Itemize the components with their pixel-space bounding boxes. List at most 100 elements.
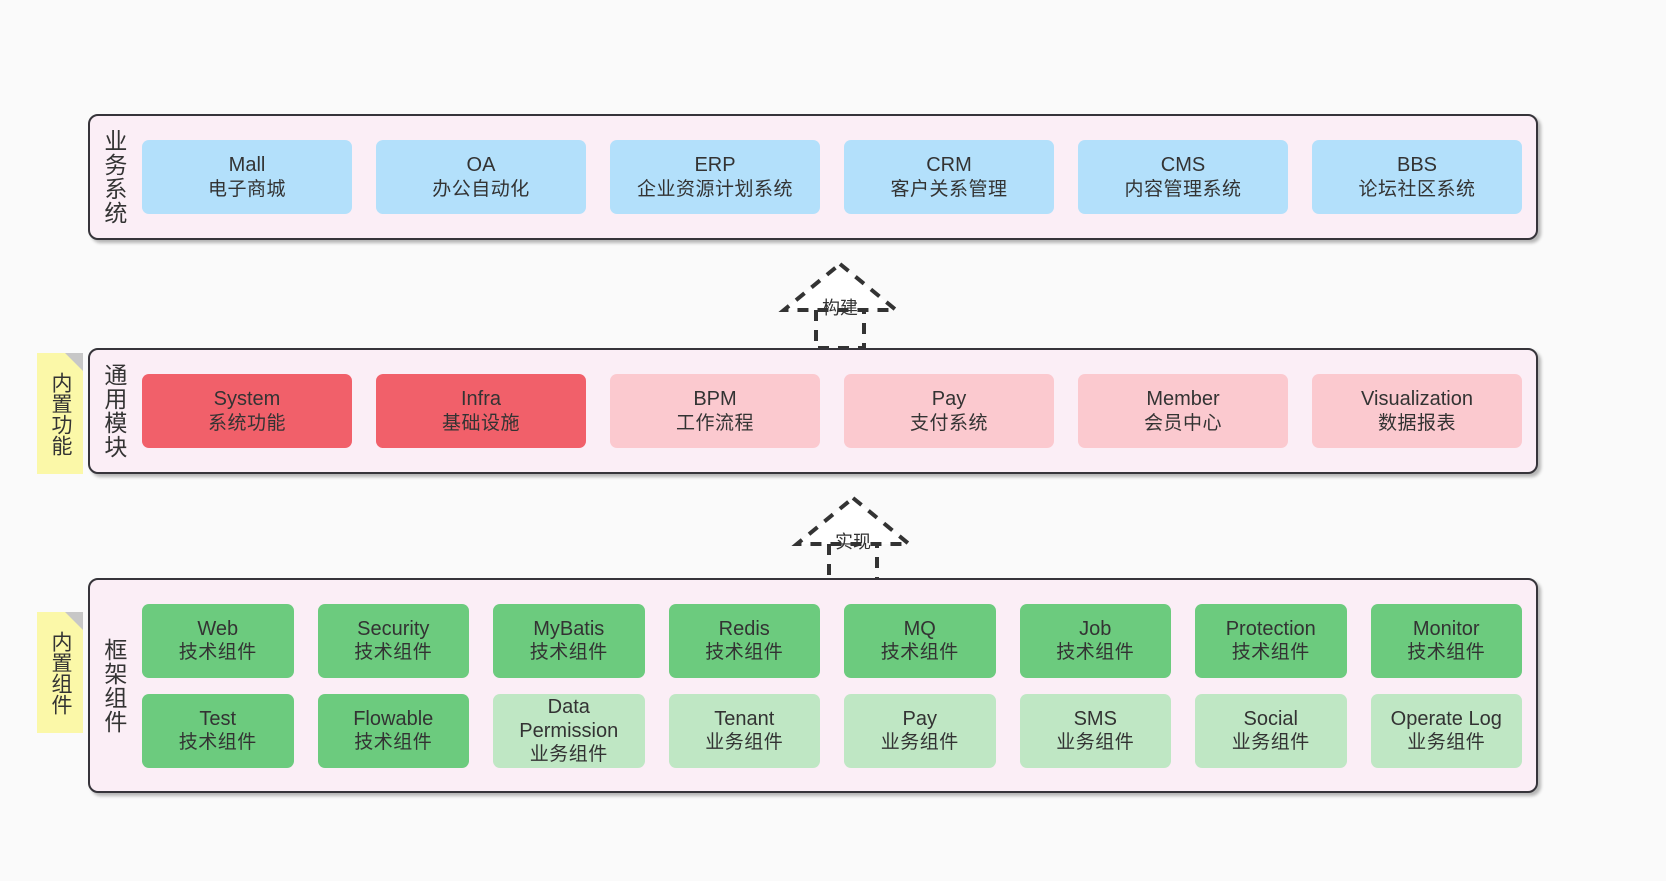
- node-flowable[interactable]: Flowable 技术组件: [317, 693, 469, 768]
- node-title: Infra: [460, 388, 502, 411]
- node-subtitle: 会员中心: [1143, 412, 1222, 434]
- node-pay[interactable]: Pay 支付系统: [844, 374, 1054, 448]
- node-title: BBS: [1396, 154, 1438, 177]
- node-subtitle: 支付系统: [909, 412, 988, 434]
- node-subtitle: 技术组件: [1056, 642, 1135, 664]
- node-title: System: [213, 388, 281, 411]
- node-infra[interactable]: Infra 基础设施: [376, 374, 586, 448]
- node-subtitle: 数据报表: [1377, 412, 1456, 434]
- node-row: Test 技术组件 Flowable 技术组件 Data Permission …: [142, 693, 1522, 768]
- node-mybatis[interactable]: MyBatis 技术组件: [493, 603, 645, 678]
- node-oa[interactable]: OA 办公自动化: [376, 140, 586, 214]
- node-title: Social: [1243, 707, 1298, 730]
- node-member[interactable]: Member 会员中心: [1078, 374, 1288, 448]
- node-mq[interactable]: MQ 技术组件: [844, 603, 996, 678]
- node-subtitle: 论坛社区系统: [1358, 178, 1476, 200]
- node-subtitle: 内容管理系统: [1124, 178, 1242, 200]
- node-subtitle: 工作流程: [675, 412, 754, 434]
- node-subtitle: 业务组件: [1231, 732, 1310, 754]
- node-title: OA: [466, 154, 496, 177]
- node-protection[interactable]: Protection 技术组件: [1195, 603, 1347, 678]
- node-subtitle: 技术组件: [529, 642, 608, 664]
- note-builtin-function: 内置功能: [37, 353, 83, 474]
- node-social[interactable]: Social 业务组件: [1195, 693, 1347, 768]
- node-subtitle: 办公自动化: [432, 178, 530, 200]
- node-subtitle: 电子商城: [207, 178, 286, 200]
- node-title: Redis: [718, 617, 770, 640]
- node-subtitle: 技术组件: [354, 732, 433, 754]
- layer-framework-components: 框架组件 Web 技术组件 Security 技术组件 MyBatis 技术组件…: [88, 578, 1538, 793]
- node-subtitle: 业务组件: [1407, 732, 1486, 754]
- node-title: SMS: [1073, 707, 1117, 730]
- node-subtitle: 系统功能: [207, 412, 286, 434]
- layer-common-modules: 通用模块 System 系统功能 Infra 基础设施 BPM 工作流程 Pay…: [88, 348, 1538, 474]
- node-title: Operate Log: [1390, 707, 1502, 730]
- node-web[interactable]: Web 技术组件: [142, 603, 294, 678]
- node-pay-business[interactable]: Pay 业务组件: [844, 693, 996, 768]
- node-subtitle: 基础设施: [441, 412, 520, 434]
- node-bpm[interactable]: BPM 工作流程: [610, 374, 820, 448]
- node-title: Protection: [1225, 617, 1316, 640]
- node-subtitle: 技术组件: [354, 642, 433, 664]
- node-erp[interactable]: ERP 企业资源计划系统: [610, 140, 820, 214]
- node-title: BPM: [693, 388, 737, 411]
- layer-body-common-modules: System 系统功能 Infra 基础设施 BPM 工作流程 Pay 支付系统…: [136, 350, 1536, 472]
- connector-label: 实现: [835, 532, 871, 552]
- node-system[interactable]: System 系统功能: [142, 374, 352, 448]
- node-bbs[interactable]: BBS 论坛社区系统: [1312, 140, 1522, 214]
- node-title: MyBatis: [533, 617, 605, 640]
- node-title: Web: [197, 617, 239, 640]
- node-subtitle: 技术组件: [1231, 642, 1310, 664]
- node-title: Job: [1079, 617, 1112, 640]
- node-title: Test: [199, 707, 237, 730]
- node-subtitle: 技术组件: [1407, 642, 1486, 664]
- node-subtitle: 企业资源计划系统: [636, 178, 793, 200]
- node-row: System 系统功能 Infra 基础设施 BPM 工作流程 Pay 支付系统…: [142, 374, 1522, 448]
- node-title: CRM: [926, 154, 972, 177]
- node-title: Visualization: [1361, 388, 1473, 411]
- node-title: Member: [1146, 388, 1220, 411]
- node-title: Security: [357, 617, 430, 640]
- node-subtitle: 技术组件: [705, 642, 784, 664]
- node-title: Mall: [228, 154, 266, 177]
- node-title: Tenant: [714, 707, 775, 730]
- node-mall[interactable]: Mall 电子商城: [142, 140, 352, 214]
- connector-label: 构建: [822, 298, 858, 318]
- layer-title-business-systems: 业务系统: [100, 129, 127, 225]
- node-cms[interactable]: CMS 内容管理系统: [1078, 140, 1288, 214]
- layer-body-framework-components: Web 技术组件 Security 技术组件 MyBatis 技术组件 Redi…: [136, 580, 1536, 791]
- connector-implement: 实现: [773, 492, 933, 584]
- node-subtitle: 业务组件: [705, 732, 784, 754]
- node-subtitle: 业务组件: [529, 744, 608, 766]
- node-title: MQ: [903, 617, 936, 640]
- node-title: ERP: [694, 154, 736, 177]
- node-title: Monitor: [1412, 617, 1480, 640]
- layer-title-framework-components: 框架组件: [100, 637, 127, 734]
- node-subtitle: 技术组件: [178, 642, 257, 664]
- node-title: Flowable: [353, 707, 434, 730]
- node-visualization[interactable]: Visualization 数据报表: [1312, 374, 1522, 448]
- node-title: Data Permission: [519, 695, 619, 742]
- node-job[interactable]: Job 技术组件: [1019, 603, 1171, 678]
- node-monitor[interactable]: Monitor 技术组件: [1370, 603, 1522, 678]
- node-test[interactable]: Test 技术组件: [142, 693, 294, 768]
- node-redis[interactable]: Redis 技术组件: [668, 603, 820, 678]
- node-subtitle: 客户关系管理: [890, 178, 1008, 200]
- node-sms[interactable]: SMS 业务组件: [1019, 693, 1171, 768]
- node-title: Pay: [902, 707, 937, 730]
- node-subtitle: 业务组件: [1056, 732, 1135, 754]
- node-title: CMS: [1160, 154, 1206, 177]
- node-data-permission[interactable]: Data Permission 业务组件: [493, 693, 645, 768]
- node-crm[interactable]: CRM 客户关系管理: [844, 140, 1054, 214]
- node-row: Web 技术组件 Security 技术组件 MyBatis 技术组件 Redi…: [142, 603, 1522, 678]
- node-security[interactable]: Security 技术组件: [317, 603, 469, 678]
- note-builtin-component: 内置组件: [37, 612, 83, 733]
- node-operate-log[interactable]: Operate Log 业务组件: [1370, 693, 1522, 768]
- node-title: Pay: [931, 388, 967, 411]
- node-row: Mall 电子商城 OA 办公自动化 ERP 企业资源计划系统 CRM 客户关系…: [142, 140, 1522, 214]
- node-tenant[interactable]: Tenant 业务组件: [668, 693, 820, 768]
- layer-business-systems: 业务系统 Mall 电子商城 OA 办公自动化 ERP 企业资源计划系统 CRM…: [88, 114, 1538, 240]
- node-subtitle: 技术组件: [880, 642, 959, 664]
- connector-build: 构建: [760, 258, 920, 350]
